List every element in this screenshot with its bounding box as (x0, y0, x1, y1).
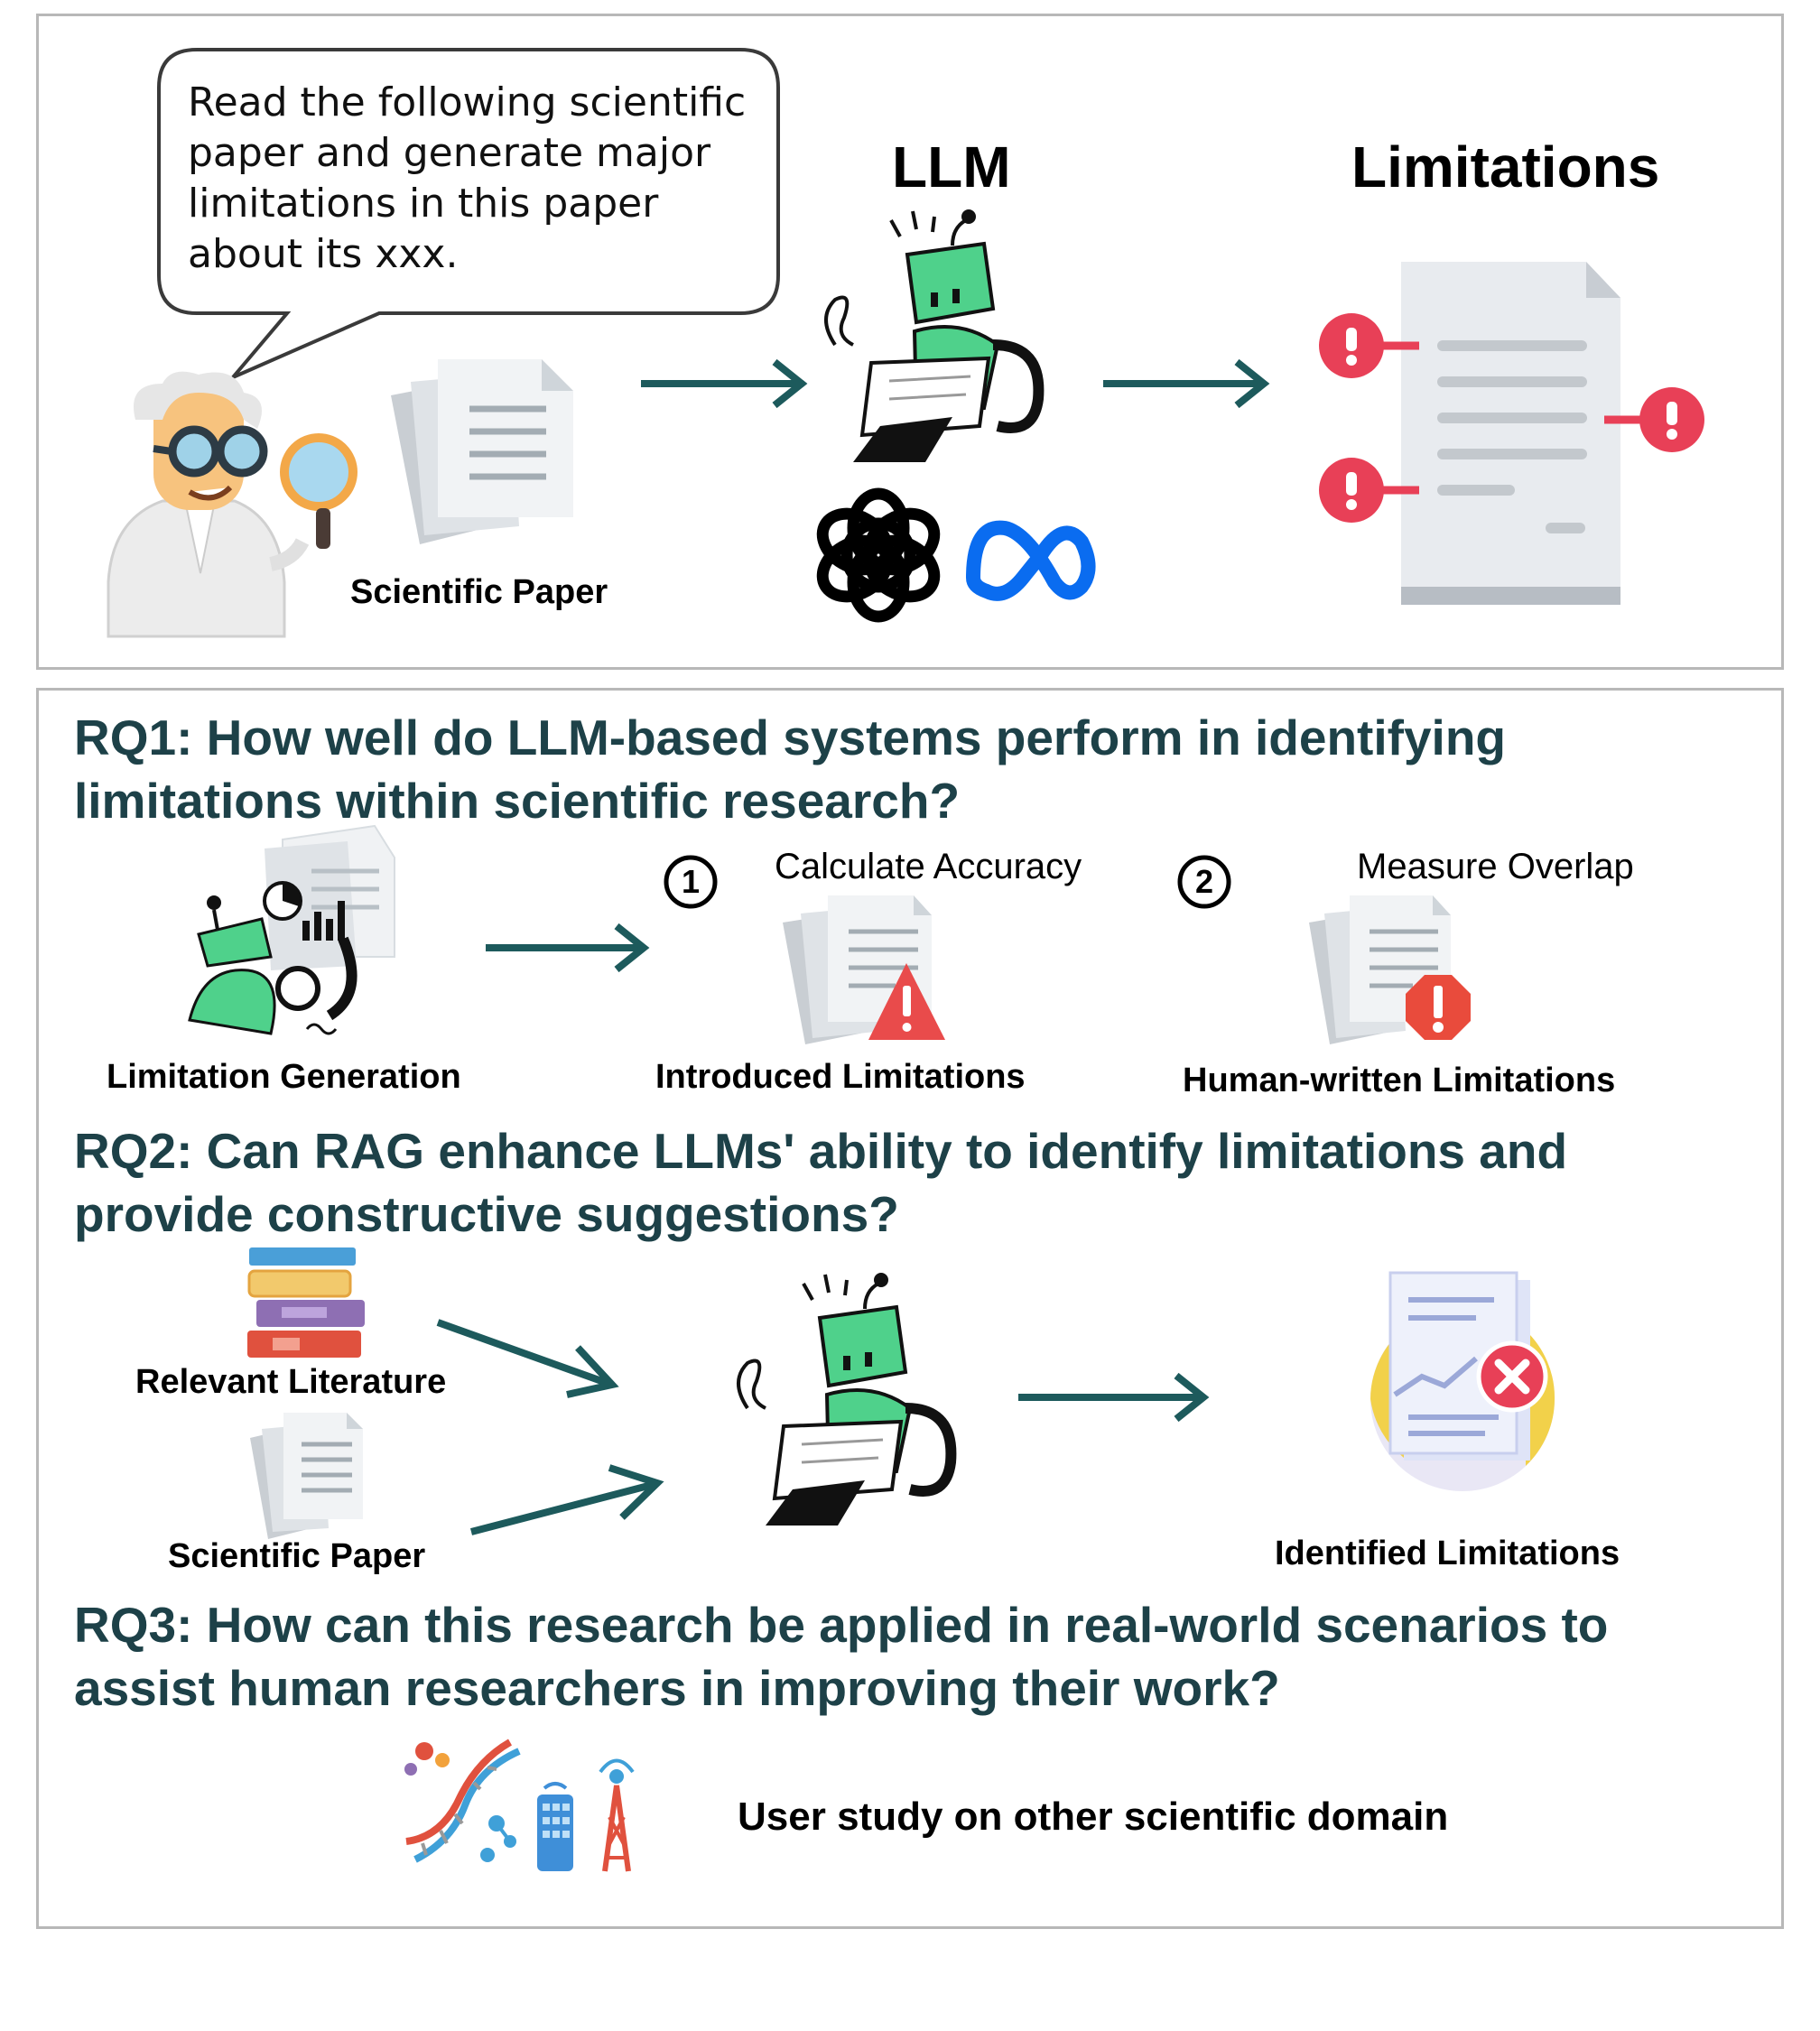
openai-logo-icon (816, 487, 941, 623)
step2-number-circle (1177, 855, 1231, 909)
arrow-to-llm (641, 358, 808, 409)
prompt-line-2: paper and generate major (188, 130, 711, 176)
robot-reading-icon (824, 209, 1045, 462)
warning-triangle-icon (868, 963, 945, 1040)
introduced-limitations-label: Introduced Limitations (655, 1058, 1026, 1096)
warning-octagon-icon (1406, 975, 1471, 1040)
step2-number: 2 (1194, 863, 1214, 900)
user-study-label: User study on other scientific domain (738, 1795, 1449, 1839)
arrow-to-limitations (1103, 358, 1270, 409)
rq2-paper-label: Scientific Paper (168, 1537, 426, 1575)
human-written-limitations-icon (1309, 895, 1471, 1044)
human-written-limitations-label: Human-written Limitations (1183, 1062, 1616, 1099)
rq3-question-line-2: assist human researchers in improving th… (74, 1660, 1280, 1716)
books-icon (247, 1247, 365, 1358)
prompt-line-4: about its xxx. (188, 231, 459, 277)
step2-title: Measure Overlap (1357, 847, 1634, 886)
rq2-question-line-2: provide constructive suggestions? (74, 1186, 899, 1242)
rq3-question-line-1: RQ3: How can this research be applied in… (74, 1597, 1609, 1653)
dna-icon (404, 1739, 521, 1863)
arrow-rq1 (486, 923, 650, 973)
rq1-question-line-1: RQ1: How well do LLM-based systems perfo… (74, 709, 1507, 765)
rq1-question-line-2: limitations within scientific research? (74, 773, 961, 829)
tower-icon (537, 1758, 635, 1872)
top-paper-label: Scientific Paper (350, 573, 608, 611)
step1-number: 1 (681, 863, 701, 900)
rq2-robot-reading-icon (737, 1273, 957, 1526)
limitation-generation-icon (188, 824, 395, 1035)
llm-title: LLM (892, 134, 1011, 199)
limitation-generation-label: Limitation Generation (107, 1058, 461, 1096)
identified-limitations-label: Identified Limitations (1275, 1535, 1620, 1572)
error-report-icon (1370, 1271, 1555, 1491)
document-stack-icon (391, 359, 573, 544)
prompt-line-1: Read the following scientific (188, 79, 747, 125)
rq2-document-stack-icon (250, 1413, 363, 1539)
step1-number-circle (664, 855, 718, 909)
magnifier-icon (280, 433, 358, 549)
meta-logo-icon (966, 520, 1096, 601)
step1-title: Calculate Accuracy (775, 847, 1082, 886)
introduced-limitations-icon (783, 895, 945, 1044)
limitations-title: Limitations (1351, 134, 1660, 199)
prompt-line-3: limitations in this paper (188, 181, 659, 227)
limitations-document-icon (1319, 262, 1704, 605)
scientist-icon (107, 371, 310, 638)
relevant-literature-label: Relevant Literature (135, 1363, 447, 1401)
rq2-question-line-1: RQ2: Can RAG enhance LLMs' ability to id… (74, 1123, 1568, 1179)
